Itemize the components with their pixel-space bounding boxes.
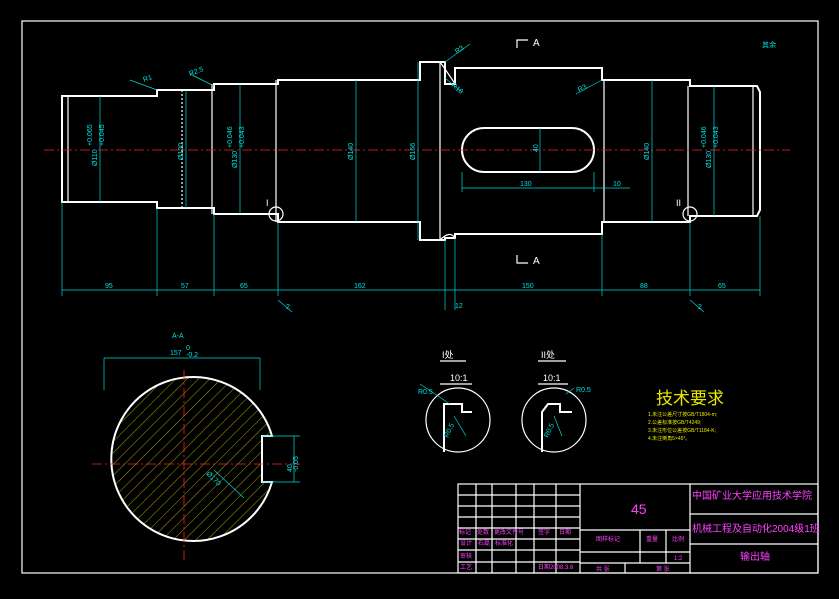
svg-text:处数: 处数 bbox=[477, 528, 489, 536]
svg-text:R2.5: R2.5 bbox=[188, 66, 204, 78]
svg-text:R1: R1 bbox=[142, 74, 153, 84]
svg-text:2008.3.6: 2008.3.6 bbox=[550, 565, 574, 571]
svg-text:2: 2 bbox=[698, 304, 702, 311]
svg-text:第 张: 第 张 bbox=[656, 565, 670, 573]
svg-text:88: 88 bbox=[640, 283, 648, 290]
svg-text:+0.046: +0.046 bbox=[227, 126, 234, 148]
shaft-outline bbox=[61, 61, 761, 241]
svg-text:R3: R3 bbox=[577, 84, 588, 94]
svg-text:重量: 重量 bbox=[646, 535, 658, 543]
detail-marker-2: II bbox=[676, 198, 681, 208]
svg-text:II处: II处 bbox=[541, 349, 555, 360]
svg-text:+0.065: +0.065 bbox=[87, 124, 94, 146]
tech-item: 2.公差标准按GB/T4249; bbox=[648, 419, 701, 426]
svg-text:65: 65 bbox=[240, 283, 248, 290]
diameter-dimensions: Ø110 +0.065 +0.045 Ø120 Ø130 +0.046 +0.0… bbox=[87, 62, 720, 240]
section-title: A-A bbox=[172, 333, 184, 340]
svg-text:R0.5: R0.5 bbox=[418, 389, 433, 396]
tech-requirements: 技术要求 1.未注公差尺寸按GB/T1804-m; 2.公差标准按GB/T424… bbox=[648, 389, 724, 442]
svg-text:-0.2: -0.2 bbox=[186, 352, 198, 359]
svg-text:A: A bbox=[533, 38, 540, 49]
svg-text:12: 12 bbox=[455, 303, 463, 310]
svg-text:审核: 审核 bbox=[460, 552, 472, 560]
svg-text:标准化: 标准化 bbox=[495, 539, 513, 547]
detail-marker-1-circle bbox=[268, 206, 284, 222]
svg-text:A: A bbox=[533, 256, 540, 267]
svg-text:+0.043: +0.043 bbox=[713, 126, 720, 148]
section-view: A-A 157 0 -0.2 40 -0.05 Ø170 bbox=[92, 333, 300, 560]
svg-text:日期: 日期 bbox=[538, 563, 550, 571]
svg-text:Ø130: Ø130 bbox=[706, 151, 713, 168]
svg-text:Ø166: Ø166 bbox=[410, 143, 417, 160]
svg-text:+0.046: +0.046 bbox=[701, 126, 708, 148]
svg-text:Ø130: Ø130 bbox=[232, 151, 239, 168]
svg-text:Ø140: Ø140 bbox=[348, 143, 355, 160]
class-name: 机械工程及自动化2004级1班 bbox=[692, 522, 820, 535]
svg-text:签字: 签字 bbox=[538, 528, 550, 536]
svg-text:日期: 日期 bbox=[559, 528, 571, 536]
svg-text:1:2: 1:2 bbox=[674, 556, 683, 562]
svg-text:157: 157 bbox=[170, 350, 182, 357]
section-arrow-top: A bbox=[516, 38, 540, 49]
svg-text:Ø120: Ø120 bbox=[178, 143, 185, 160]
svg-text:比例: 比例 bbox=[672, 535, 684, 543]
drawing-border bbox=[21, 20, 819, 574]
svg-text:设计: 设计 bbox=[460, 539, 472, 547]
section-arrow-bottom: A bbox=[516, 255, 540, 267]
svg-text:130: 130 bbox=[520, 181, 532, 188]
svg-text:-0.05: -0.05 bbox=[293, 456, 300, 472]
tech-title: 技术要求 bbox=[656, 389, 724, 408]
svg-text:57: 57 bbox=[181, 283, 189, 290]
length-dimensions: 95 57 65 162 12 150 88 65 2 2 bbox=[61, 202, 761, 313]
svg-text:R10: R10 bbox=[450, 82, 464, 96]
detail-marker-2-circle bbox=[682, 206, 698, 222]
tech-item: 3.未注形位公差按GB/T1184-K; bbox=[648, 427, 716, 434]
svg-text:150: 150 bbox=[522, 283, 534, 290]
svg-text:R3: R3 bbox=[454, 45, 465, 56]
svg-text:40: 40 bbox=[533, 144, 540, 152]
detail-view-2: II处 10:1 R0.5 R0.5 bbox=[521, 349, 591, 453]
svg-text:65: 65 bbox=[718, 283, 726, 290]
radius-labels: R1 R2.5 R3 R10 R3 bbox=[129, 43, 603, 96]
svg-text:+0.043: +0.043 bbox=[239, 126, 246, 148]
keyway-dimensions: 130 10 40 bbox=[461, 128, 630, 192]
svg-text:标记: 标记 bbox=[459, 528, 471, 536]
detail-view-1: I处 10:1 R0.5 R0.5 bbox=[418, 349, 491, 453]
svg-text:共 张: 共 张 bbox=[596, 565, 610, 573]
tech-item: 4.未注倒角5×45°。 bbox=[648, 435, 690, 442]
svg-text:工艺: 工艺 bbox=[460, 563, 472, 571]
svg-text:+0.045: +0.045 bbox=[99, 124, 106, 146]
svg-text:R0.5: R0.5 bbox=[576, 387, 591, 394]
material: 45 bbox=[631, 501, 647, 517]
title-block: 45 中国矿业大学应用技术学院 机械工程及自动化2004级1班 输出轴 标记 处… bbox=[457, 483, 820, 574]
detail-marker-1: I bbox=[266, 198, 269, 208]
svg-text:40: 40 bbox=[287, 464, 294, 472]
svg-text:Ø140: Ø140 bbox=[644, 143, 651, 160]
svg-text:2: 2 bbox=[286, 304, 290, 311]
svg-text:I处: I处 bbox=[442, 349, 454, 360]
svg-text:图样标记: 图样标记 bbox=[596, 535, 620, 543]
svg-text:石磊: 石磊 bbox=[478, 540, 490, 547]
svg-text:95: 95 bbox=[105, 283, 113, 290]
svg-text:0: 0 bbox=[186, 345, 190, 352]
part-name: 输出轴 bbox=[740, 550, 770, 563]
svg-text:R0.5: R0.5 bbox=[543, 422, 556, 438]
school-name: 中国矿业大学应用技术学院 bbox=[692, 489, 812, 502]
svg-text:10: 10 bbox=[613, 181, 621, 188]
svg-text:162: 162 bbox=[354, 283, 366, 290]
svg-text:更改文件号: 更改文件号 bbox=[494, 528, 524, 536]
svg-text:R0.5: R0.5 bbox=[443, 422, 456, 438]
svg-text:10:1: 10:1 bbox=[450, 373, 468, 383]
tech-item: 1.未注公差尺寸按GB/T1804-m; bbox=[648, 411, 717, 418]
svg-text:10:1: 10:1 bbox=[543, 373, 561, 383]
svg-text:Ø110: Ø110 bbox=[92, 149, 99, 166]
roughness-note: 其余 bbox=[762, 40, 776, 49]
